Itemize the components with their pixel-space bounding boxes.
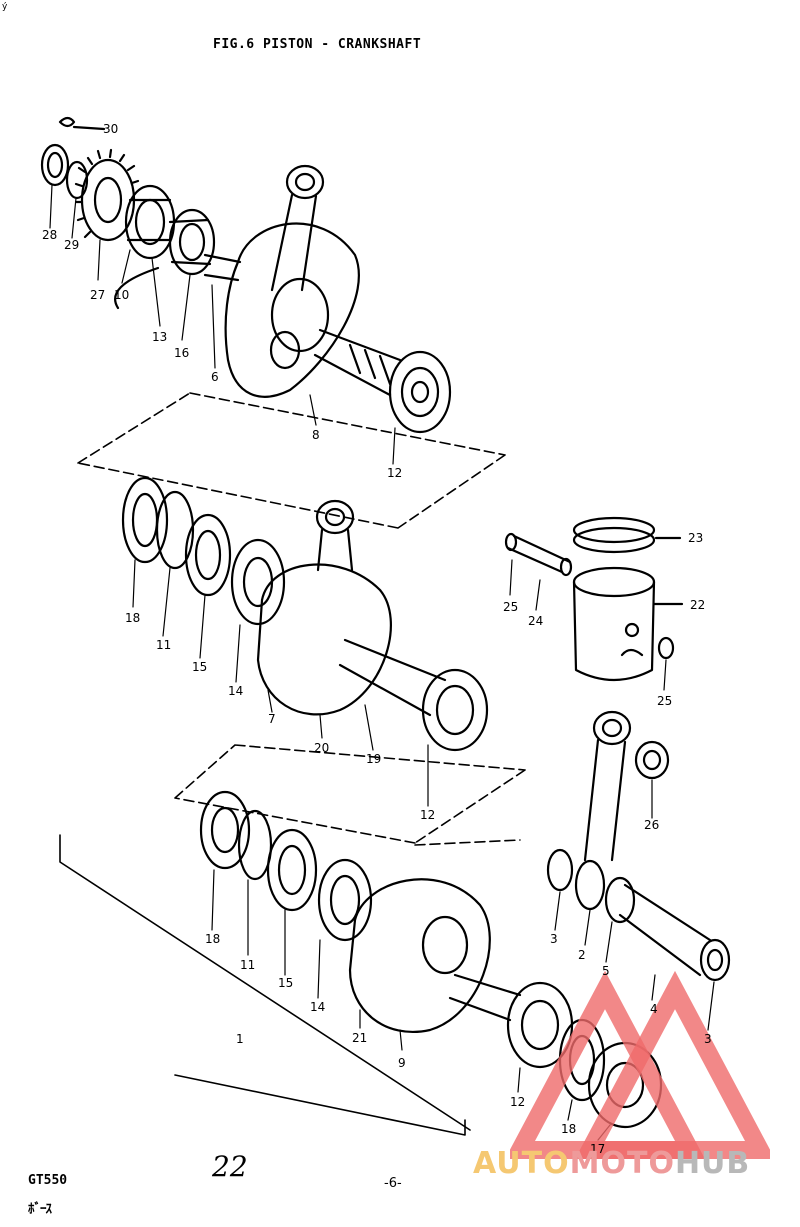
crank-assembly-bottom <box>59 710 731 1136</box>
part-number: 26 <box>644 818 660 832</box>
part-number: 2 <box>578 948 586 962</box>
part-number: 11 <box>156 638 172 652</box>
part-number: 12 <box>387 466 403 480</box>
model-sub-label: ﾎﾞｰｽ <box>28 1202 52 1217</box>
part-number: 8 <box>312 428 320 442</box>
watermark-part1: AUTO <box>473 1146 570 1181</box>
part-number: 19 <box>366 752 382 766</box>
crank-assembly-middle <box>121 476 526 844</box>
part-number: 25 <box>657 694 673 708</box>
part-number: 27 <box>90 288 106 302</box>
part-number: 14 <box>228 684 244 698</box>
crank-assembly-top <box>40 116 506 529</box>
figure-title: FIG.6 PISTON - CRANKSHAFT <box>213 37 422 52</box>
part-number: 15 <box>192 660 208 674</box>
part-number: 13 <box>152 330 168 344</box>
part-number: 3 <box>704 1032 712 1046</box>
part-number: 12 <box>420 808 436 822</box>
part-number: 7 <box>268 712 276 726</box>
part-number: 25 <box>503 600 519 614</box>
part-number: 6 <box>211 370 219 384</box>
watermark-part2: MOTO <box>569 1146 675 1181</box>
part-number: 18 <box>125 611 141 625</box>
part-number: 3 <box>550 932 558 946</box>
part-number: 12 <box>510 1095 526 1109</box>
part-number: 18 <box>205 932 221 946</box>
watermark-logo <box>510 970 770 1159</box>
part-number: 20 <box>314 741 330 755</box>
part-number: 11 <box>240 958 256 972</box>
watermark-part3: HUB <box>674 1146 751 1181</box>
model-label: GT550 <box>28 1173 68 1188</box>
watermark-text: AUTOMOTOHUB <box>473 1146 750 1181</box>
part-number: 1 <box>236 1032 244 1046</box>
leader-lines <box>49 184 715 1141</box>
part-number: 23 <box>688 531 704 545</box>
part-number: 15 <box>278 976 294 990</box>
part-number: 5 <box>602 964 610 978</box>
part-number: 30 <box>103 122 119 136</box>
part-number: 21 <box>352 1031 368 1045</box>
part-number: 28 <box>42 228 58 242</box>
part-number: 18 <box>561 1122 577 1136</box>
page-number: -6- <box>384 1176 402 1191</box>
part-number: 16 <box>174 346 190 360</box>
part-number: 17 <box>590 1142 606 1156</box>
part-number: 14 <box>310 1000 326 1014</box>
part-number: 29 <box>64 238 80 252</box>
piston-group <box>504 516 684 780</box>
handwritten-page-number: 22 <box>212 1150 248 1183</box>
part-number: 4 <box>650 1002 658 1016</box>
corner-mark: ý <box>2 2 8 12</box>
part-number: 10 <box>114 288 130 302</box>
part-number: 24 <box>528 614 544 628</box>
part-number: 9 <box>398 1056 406 1070</box>
part-number: 22 <box>690 598 706 612</box>
